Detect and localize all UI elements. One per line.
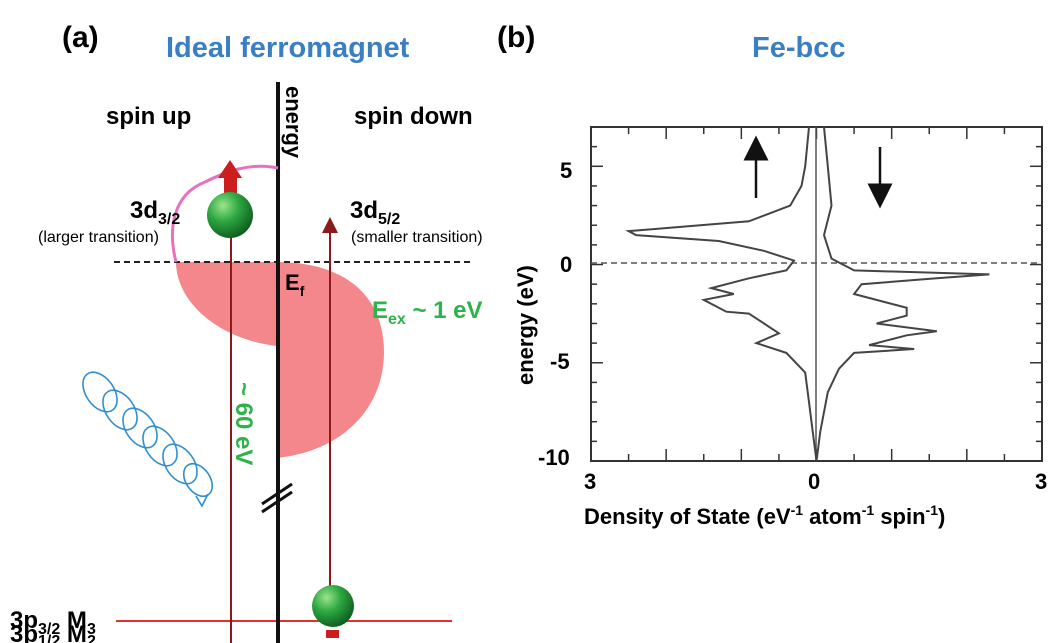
tick-marks bbox=[590, 126, 1043, 462]
level-3d32-note: (larger transition) bbox=[38, 229, 159, 246]
xtick-label: 3 bbox=[584, 469, 596, 494]
panel-a-tag: (a) bbox=[62, 21, 99, 54]
energy-axis-label: energy bbox=[281, 86, 306, 159]
spin-down-electron-icon bbox=[312, 585, 354, 638]
panel-b: (b) Fe-bcc 5 0 -5 -10 3 0 3 energy (eV) … bbox=[497, 21, 1047, 529]
level-3d52-note: (smaller transition) bbox=[351, 229, 483, 246]
core-3p32-label: 3p3/2 M3 bbox=[10, 607, 96, 638]
panel-b-title: Fe-bcc bbox=[752, 32, 845, 64]
spin-up-label: spin up bbox=[106, 103, 191, 130]
ytick-label: 0 bbox=[560, 252, 572, 277]
ytick-label: 5 bbox=[560, 158, 572, 183]
axis-break-2 bbox=[261, 490, 293, 514]
axis-break-1 bbox=[261, 482, 293, 506]
ytick-label: -5 bbox=[550, 349, 570, 374]
core-3p12-label: 3p1/2 M2 bbox=[10, 621, 96, 643]
dos-curve-spin-down bbox=[815, 126, 990, 462]
y-axis-label: energy (eV) bbox=[513, 265, 538, 385]
pink-loop bbox=[170, 164, 279, 263]
exchange-label: Eex ~ 1 eV bbox=[372, 297, 483, 328]
x-axis-label: Density of State (eV-1 atom-1 spin-1) bbox=[584, 502, 945, 529]
transition-energy-label: ~ 60 eV bbox=[230, 382, 257, 465]
panel-b-tag: (b) bbox=[497, 21, 535, 54]
dos-spin-up-fill bbox=[176, 262, 276, 346]
spin-up-electron-icon bbox=[207, 160, 253, 238]
ytick-label: -10 bbox=[538, 445, 570, 470]
panel-a-title: Ideal ferromagnet bbox=[166, 32, 410, 64]
polarized-light-helix-icon bbox=[82, 371, 214, 508]
xtick-label: 0 bbox=[808, 469, 820, 494]
spin-down-label: spin down bbox=[354, 103, 473, 130]
xtick-label: 3 bbox=[1035, 469, 1047, 494]
level-3d32-label: 3d3/2 bbox=[130, 197, 180, 228]
panel-a: (a) Ideal ferromagnet spin up spin down … bbox=[10, 21, 483, 643]
fermi-label: Ef bbox=[285, 270, 305, 299]
dos-curve-spin-up bbox=[625, 126, 818, 462]
level-3d52-label: 3d5/2 bbox=[350, 197, 400, 228]
